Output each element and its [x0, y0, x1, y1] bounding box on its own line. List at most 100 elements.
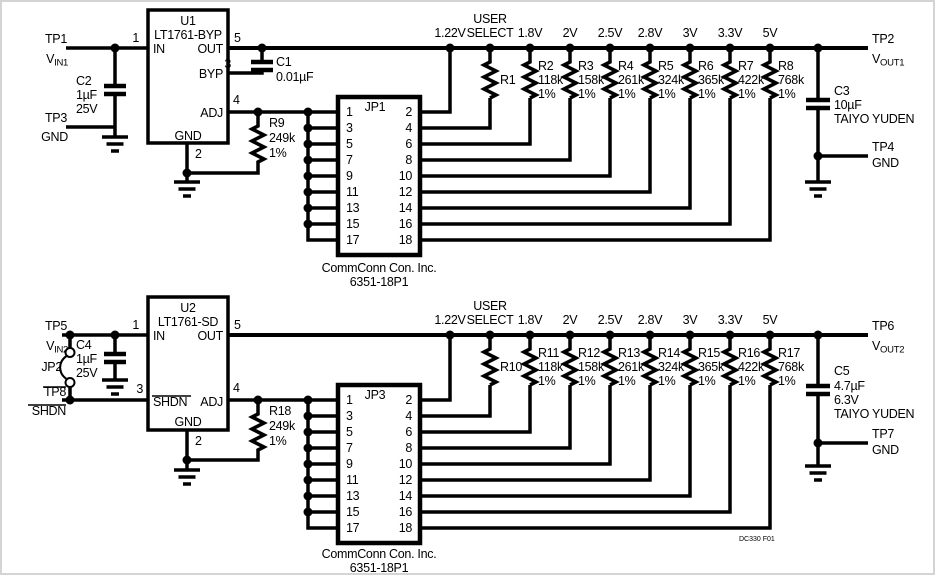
- tp7-gnd-label: GND: [872, 443, 899, 457]
- circuit-1: TP1 VIN1 TP3 GND C2 1µF 25V U1 LT1761-BY…: [41, 8, 915, 289]
- ground-symbol: [174, 180, 200, 198]
- resistor-tol: 1%: [658, 87, 676, 101]
- c4-rating: 25V: [76, 366, 98, 380]
- u2-ref: U2: [180, 301, 196, 315]
- u1-part: LT1761-BYP: [154, 28, 222, 42]
- resistor-value: 422k: [738, 73, 765, 87]
- u1-pin-gnd: GND: [175, 129, 202, 143]
- resistor-ref: R4: [618, 59, 634, 73]
- resistor-value: 261k: [618, 73, 645, 87]
- input-test-points-2: TP5 VIN2 TP8 SHDN: [28, 319, 68, 418]
- resistor-value: 118k: [538, 73, 564, 87]
- input-cap-c4: C4 1µF 25V: [76, 338, 128, 396]
- c5-mfr: TAIYO YUDEN: [834, 407, 915, 421]
- jp3-pin: 17: [346, 521, 360, 535]
- jp3-pin: 4: [405, 409, 412, 423]
- voltage-rail-labels-1: USER 1.22V SELECT 1.8V 2V 2.5V 2.8V 3V 3…: [434, 12, 778, 40]
- resistor-ref: R15: [698, 346, 720, 360]
- voltage-rail-labels-2: USER 1.22V SELECT 1.8V 2V 2.5V 2.8V 3V 3…: [434, 299, 778, 327]
- jp3-pin: 7: [346, 441, 353, 455]
- circuit2-wires: [62, 333, 868, 530]
- resistor-value: 118k: [538, 360, 564, 374]
- jp1-ref: JP1: [365, 100, 386, 114]
- jp3-pin: 6: [405, 425, 412, 439]
- jp1-pin: 13: [346, 201, 360, 215]
- u1-pin3-number: 3: [224, 57, 231, 71]
- r18-value: 249k: [269, 419, 296, 433]
- resistor-ref: R10: [500, 360, 522, 374]
- resistor-ref: R14: [658, 346, 680, 360]
- u1-ref: U1: [180, 14, 196, 28]
- jp1-part-number: 6351-18P1: [350, 275, 409, 289]
- jp1-pin: 15: [346, 217, 360, 231]
- rail-label: 2V: [563, 313, 579, 327]
- u1-pin4-number: 4: [233, 93, 240, 107]
- u2-pin-gnd: GND: [175, 415, 202, 429]
- jp3-pin: 13: [346, 489, 360, 503]
- rail-label: 1.22V: [434, 26, 466, 40]
- c1-ref: C1: [276, 55, 292, 69]
- jp1-pin: 12: [399, 185, 413, 199]
- u1-pin-out: OUT: [198, 42, 224, 56]
- c1-value: 0.01µF: [276, 70, 314, 84]
- bypass-cap-c1: C1 0.01µF: [251, 55, 314, 84]
- resistor-tol: 1%: [698, 87, 716, 101]
- resistor-value: 158k: [578, 73, 605, 87]
- u2-pin3-number: 3: [136, 382, 143, 396]
- rail-label: 3.3V: [718, 313, 743, 327]
- jp1-pin: 5: [346, 137, 353, 151]
- circuit1-wires: [66, 46, 868, 242]
- rail-label: 1.8V: [518, 26, 543, 40]
- circuit1-junction-dots: [110, 43, 823, 229]
- rail-label: USER: [473, 12, 507, 26]
- drawing-number: DC330 F01: [739, 536, 775, 543]
- regulator-u2: U2 LT1761-SD IN OUT SHDN ADJ GND 1 5 3 4…: [132, 295, 241, 486]
- r18-tol: 1%: [269, 434, 287, 448]
- u1-pin-adj: ADJ: [200, 106, 223, 120]
- jp1-pin: 9: [346, 169, 353, 183]
- adj-resistor-r18: R18 249k 1%: [187, 400, 296, 462]
- jp1-pin: 1: [346, 105, 353, 119]
- rail-label: 3.3V: [718, 26, 743, 40]
- jp3-pin: 9: [346, 457, 353, 471]
- u2-pin-adj: ADJ: [200, 395, 223, 409]
- resistor-ref: R13: [618, 346, 640, 360]
- resistor-ladder-2: R10 R11 118k 1% R12 158k 1% R13 261k 1% …: [480, 335, 805, 388]
- jumper-jp2: JP2: [41, 347, 76, 388]
- tp7-label: TP7: [872, 427, 894, 441]
- connector-jp3: JP3 1 3 5 7 9 11 13 15 17 2 4 6 8 10 12 …: [322, 382, 437, 575]
- jp1-pin: 14: [399, 201, 413, 215]
- resistor-tol: 1%: [658, 374, 676, 388]
- rail-label: 2.5V: [598, 26, 623, 40]
- resistor-ladder-1: R1 R2 118k 1% R3 158k 1% R4 261k 1% R5 3…: [480, 48, 805, 101]
- resistor-tol: 1%: [578, 87, 596, 101]
- resistor-ref: R12: [578, 346, 600, 360]
- c4-ref: C4: [76, 338, 92, 352]
- jp1-pin: 18: [399, 233, 413, 247]
- resistor-value: 768k: [778, 73, 805, 87]
- jp3-pin: 2: [405, 393, 412, 407]
- c3-ref: C3: [834, 84, 850, 98]
- rail-label: 2.8V: [638, 313, 663, 327]
- c2-ref: C2: [76, 74, 92, 88]
- connector-jp1: JP1 1 3 5 7 9 11 13 15 17 2 4 6 8 10 12 …: [322, 94, 437, 289]
- resistor-value: 158k: [578, 360, 605, 374]
- u2-pin1-number: 1: [132, 318, 139, 332]
- resistor-value: 768k: [778, 360, 805, 374]
- c5-value: 4.7µF: [834, 379, 865, 393]
- tp3-label: TP3: [45, 111, 67, 125]
- resistor-value: 365k: [698, 360, 725, 374]
- input-cap-c2: C2 1µF 25V: [76, 74, 128, 153]
- jp1-pin: 17: [346, 233, 360, 247]
- c3-value: 10µF: [834, 98, 862, 112]
- resistor-value: 324k: [658, 73, 685, 87]
- resistor-value: 261k: [618, 360, 645, 374]
- jp3-pin: 10: [399, 457, 413, 471]
- ground-symbol: [102, 135, 128, 153]
- tp3-gnd-label: GND: [41, 130, 68, 144]
- input-test-points-1: TP1 VIN1 TP3 GND: [41, 32, 68, 144]
- rail-label: 2.5V: [598, 313, 623, 327]
- u2-pin-in: IN: [153, 329, 165, 343]
- resistor-value: 422k: [738, 360, 765, 374]
